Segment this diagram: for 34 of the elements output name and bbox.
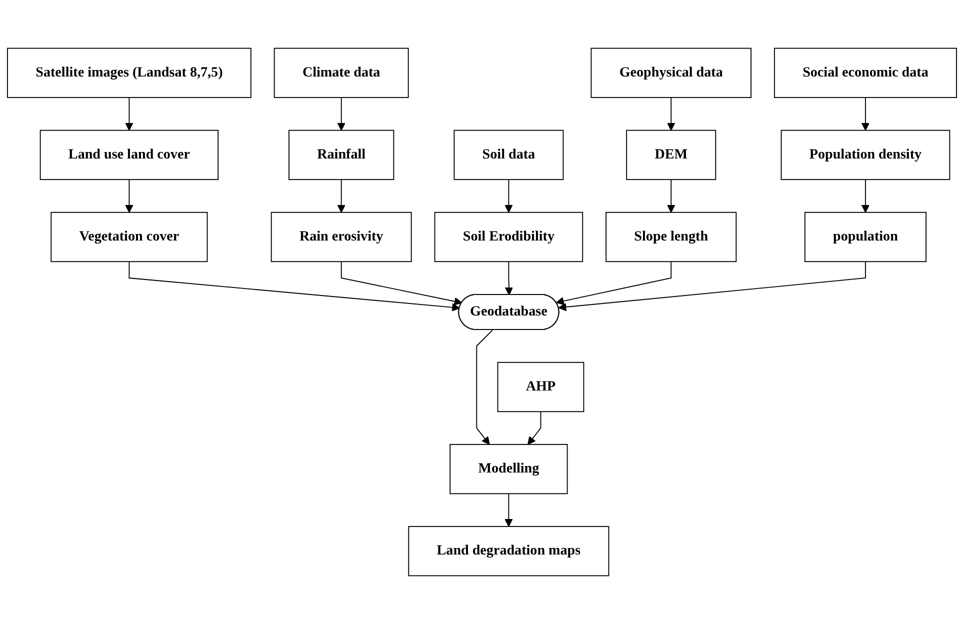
- arrow: [504, 493, 513, 527]
- arrow: [125, 97, 134, 131]
- arrow: [558, 261, 866, 312]
- node-box: Soil Erodibility: [434, 212, 584, 262]
- node-box: population: [804, 212, 927, 262]
- node-box: Rain erosivity: [270, 212, 412, 262]
- node-box: Satellite images (Landsat 8,7,5): [7, 48, 252, 98]
- arrow: [556, 261, 672, 306]
- node-box: Vegetation cover: [50, 212, 208, 262]
- arrow: [125, 179, 134, 213]
- arrow: [340, 261, 462, 306]
- node-box: AHP: [497, 362, 584, 412]
- arrow: [337, 97, 346, 131]
- node-box: Geophysical data: [590, 48, 752, 98]
- node-box: Modelling: [450, 444, 568, 494]
- arrow: [861, 97, 870, 131]
- arrow: [128, 261, 460, 312]
- arrow: [504, 261, 514, 296]
- arrow: [337, 179, 346, 213]
- arrow: [666, 179, 676, 213]
- arrow: [476, 330, 494, 445]
- arrow: [861, 179, 870, 213]
- arrow: [666, 97, 676, 131]
- node-box: Rainfall: [288, 130, 394, 180]
- arrow: [504, 179, 513, 213]
- node-box: Population density: [780, 130, 950, 180]
- node-box: Land use land cover: [40, 130, 219, 180]
- arrow: [528, 411, 542, 445]
- node-box: Land degradation maps: [408, 526, 610, 576]
- node-box: DEM: [626, 130, 716, 180]
- node-box: Social economic data: [774, 48, 957, 98]
- node-box: Climate data: [274, 48, 409, 98]
- node-box: Slope length: [606, 212, 737, 262]
- node-box: Soil data: [454, 130, 564, 180]
